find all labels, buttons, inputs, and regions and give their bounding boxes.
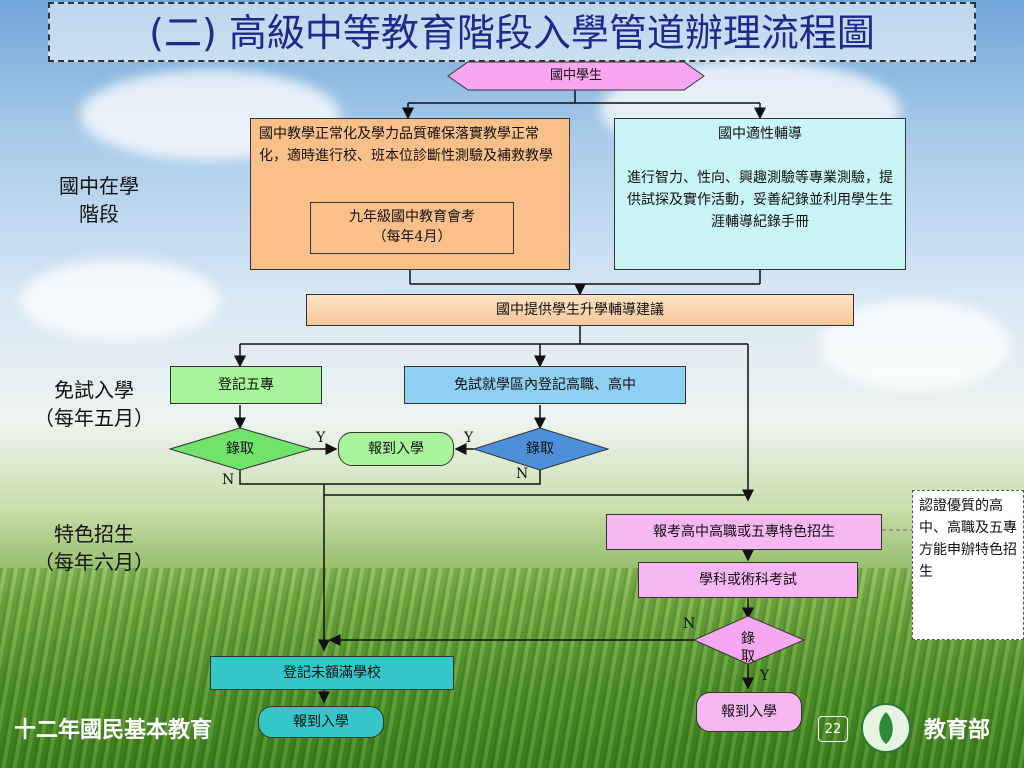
stage-label-junior: 國中在學 階段 <box>59 174 139 226</box>
student-node: 國中學生 <box>549 68 602 83</box>
y-label-right: Y <box>464 430 474 446</box>
admit-special-node: 錄取 <box>741 631 755 665</box>
report-bottom-node: 報到入學 <box>258 706 384 738</box>
footer-program-title: 十二年國民基本教育 <box>14 718 213 743</box>
admit-left-node: 錄取 <box>226 441 254 457</box>
special-note: 認證優質的高中、高職及五專方能申辦特色招生 <box>912 490 1024 640</box>
advice-box: 國中提供學生升學輔導建議 <box>306 294 854 326</box>
n-label-left: N <box>222 472 235 488</box>
page-title: (二) 高級中等教育階段入學管道辦理流程圖 <box>149 11 875 55</box>
apply-special-box: 報考高中高職或五專特色招生 <box>606 514 882 550</box>
guidance-body: 進行智力、性向、興趣測驗等專業測驗，提供試探及實作活動，妥善紀錄並利用學生生涯輔… <box>627 170 893 230</box>
ministry-name: 教育部 <box>924 718 991 743</box>
report-mid-node: 報到入學 <box>338 432 454 466</box>
register-local-box: 免試就學區內登記高職、高中 <box>404 366 686 404</box>
n-label-special: N <box>683 616 696 632</box>
y-label-left: Y <box>316 430 326 446</box>
subject-exam-box: 學科或術科考試 <box>638 562 858 598</box>
register-unfilled-box: 登記未額滿學校 <box>210 656 454 690</box>
guidance-title: 國中適性輔導 <box>718 126 802 142</box>
admit-right-node: 錄取 <box>526 441 554 457</box>
title-box: (二) 高級中等教育階段入學管道辦理流程圖 <box>48 2 976 62</box>
y-label-special: Y <box>760 668 770 684</box>
guidance-box: 國中適性輔導 進行智力、性向、興趣測驗等專業測驗，提供試探及實作活動，妥善紀錄並… <box>614 118 906 270</box>
teaching-quality-text: 國中教學正常化及學力品質確保落實教學正常化，適時進行校、班本位診斷性測驗及補救教… <box>259 126 553 164</box>
report-right-node: 報到入學 <box>696 692 802 732</box>
exam-box: 九年級國中教育會考 （每年4月） <box>310 202 514 254</box>
register-five-year-box: 登記五專 <box>170 366 322 404</box>
n-label-right: N <box>516 466 529 482</box>
stage-label-exam-free: 免試入學 （每年五月） <box>34 378 154 430</box>
page-number: 22 <box>818 716 848 742</box>
stage-label-special: 特色招生 （每年六月） <box>34 522 154 574</box>
